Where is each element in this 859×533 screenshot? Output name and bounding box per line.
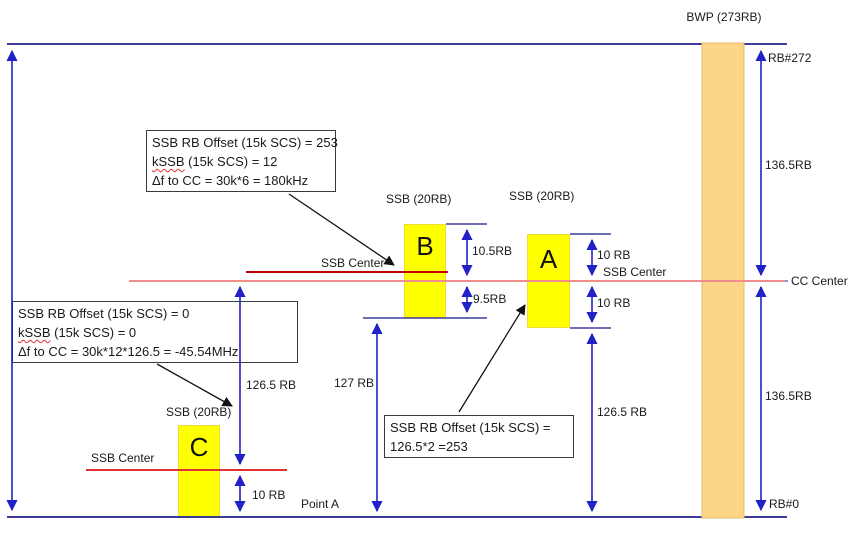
note-ssb-b: SSB RB Offset (15k SCS) = 253 kSSB (15k … xyxy=(146,130,338,192)
note-ssb-a: SSB RB Offset (15k SCS) = 126.5*2 =253 xyxy=(384,415,574,458)
ssb-c-dim-below-label: 10 RB xyxy=(252,488,286,502)
ssb-a-dim-below-label: 10 RB xyxy=(597,296,631,310)
rb272-label: RB#272 xyxy=(768,51,812,65)
ssb-b-dim-below-label: 9.5RB xyxy=(473,292,507,306)
bwp-bar xyxy=(701,42,745,519)
ssb-a-title: SSB (20RB) xyxy=(509,189,575,203)
ssb-a-dim-above-label: 10 RB xyxy=(597,248,631,262)
ssb-block-a: A xyxy=(527,234,570,328)
span-bottom-label: 136.5RB xyxy=(765,389,812,403)
note-ssb-b-line1: SSB RB Offset (15k SCS) = 253 xyxy=(152,135,338,150)
ssb-block-c: C xyxy=(178,425,220,518)
note-ssb-a-line1: SSB RB Offset (15k SCS) = xyxy=(390,420,551,435)
rb0-label: RB#0 xyxy=(769,497,800,511)
ssb-b-center-label: SSB Center xyxy=(321,256,385,270)
ssb-block-b: B xyxy=(404,224,446,318)
ssb-block-c-letter: C xyxy=(189,432,209,462)
note-ssb-b-kssb: kSSB xyxy=(152,154,185,169)
note-ssb-c: SSB RB Offset (15k SCS) = 0 kSSB (15k SC… xyxy=(12,301,298,363)
cc-center-label: CC Center xyxy=(791,274,848,288)
point-a-label: Point A xyxy=(301,497,340,511)
bwp-label: BWP (273RB) xyxy=(686,10,762,24)
ssb-b-dim-above-label: 10.5RB xyxy=(472,244,513,258)
note-ssb-b-line3: Δf to CC = 30k*6 = 180kHz xyxy=(152,173,309,188)
ssb-a-center-label: SSB Center xyxy=(603,265,667,279)
note-ssb-c-line2-rest: (15k SCS) = 0 xyxy=(50,325,137,340)
note-ssb-c-line2: kSSB (15k SCS) = 0 xyxy=(18,323,292,342)
ssb-b-127rb-label: 127 RB xyxy=(334,376,375,390)
span-top-label: 136.5RB xyxy=(765,158,812,172)
note-ssb-b-line2-rest: (15k SCS) = 12 xyxy=(184,154,278,169)
ssb-block-a-letter: A xyxy=(539,244,558,274)
ssb-c-offset-label: 126.5 RB xyxy=(246,378,297,392)
ssb-b-title: SSB (20RB) xyxy=(386,192,452,206)
note-ssb-c-kssb: kSSB xyxy=(18,325,51,340)
note-ssb-a-line2: 126.5*2 =253 xyxy=(390,439,468,454)
ssb-block-b-letter: B xyxy=(416,231,434,261)
note-a-pointer-arrow xyxy=(458,304,526,413)
note-b-pointer-arrow xyxy=(288,193,395,266)
ssb-c-center-label: SSB Center xyxy=(91,451,155,465)
note-ssb-c-line3: Δf to CC = 30k*12*126.5 = -45.54MHz xyxy=(18,344,239,359)
note-c-pointer-arrow xyxy=(156,363,233,407)
ssb-c-title: SSB (20RB) xyxy=(166,405,232,419)
note-ssb-b-line2: kSSB (15k SCS) = 12 xyxy=(152,152,330,171)
note-ssb-c-line1: SSB RB Offset (15k SCS) = 0 xyxy=(18,306,190,321)
ssb-a-offset-label: 126.5 RB xyxy=(597,405,648,419)
